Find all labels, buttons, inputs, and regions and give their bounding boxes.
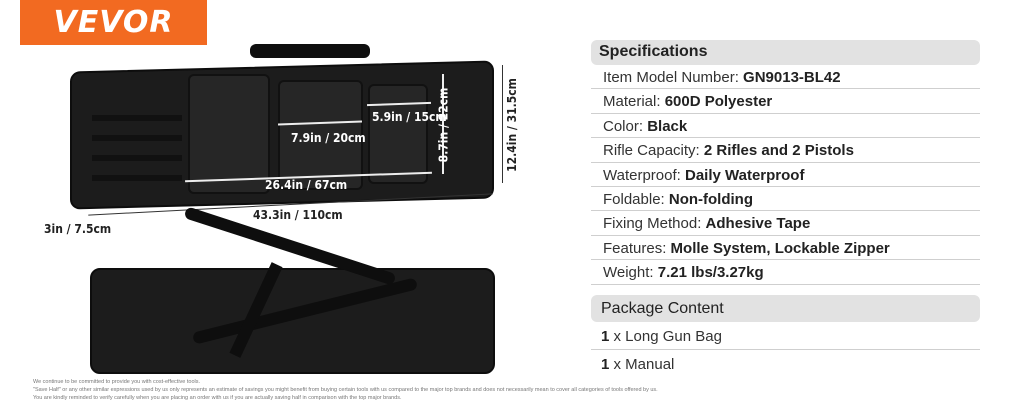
package-item: 1 x Manual <box>601 355 675 373</box>
spec-row: Features: Molle System, Lockable Zipper <box>591 236 980 261</box>
pockets-width-label: 26.4in / 67cm <box>265 178 348 192</box>
specifications-table: Specifications Item Model Number: GN9013… <box>591 40 980 285</box>
specifications-title: Specifications <box>591 40 980 65</box>
package-content-table: Package Content 1 x Long Gun Bag 1 x Man… <box>591 295 980 377</box>
pocket-middle <box>278 80 363 190</box>
spec-row: Item Model Number: GN9013-BL42 <box>591 65 980 90</box>
spec-row: Weight: 7.21 lbs/3.27kg <box>591 260 980 285</box>
carry-handle <box>250 44 370 58</box>
depth-label: 3in / 7.5cm <box>44 222 112 236</box>
spec-row: Rifle Capacity: 2 Rifles and 2 Pistols <box>591 138 980 163</box>
package-item: 1 x Long Gun Bag <box>591 322 980 350</box>
spec-row: Fixing Method: Adhesive Tape <box>591 211 980 236</box>
package-title: Package Content <box>591 295 980 322</box>
spec-row: Color: Black <box>591 114 980 139</box>
pocket-right <box>368 84 428 184</box>
pocket-left <box>188 74 270 194</box>
spec-row: Foldable: Non-folding <box>591 187 980 212</box>
mid-pocket-label: 7.9in / 20cm <box>291 131 366 145</box>
spec-row: Material: 600D Polyester <box>591 89 980 114</box>
length-label: 43.3in / 110cm <box>253 208 343 222</box>
gun-bag-back <box>90 268 495 374</box>
vevor-logo: VEVOR <box>20 0 207 45</box>
pocket-height-label: 8.7in / 22cm <box>436 87 451 163</box>
disclaimer: We continue to be committed to provide y… <box>33 379 658 401</box>
height-label: 12.4in / 31.5cm <box>504 78 519 172</box>
spec-row: Waterproof: Daily Waterproof <box>591 163 980 187</box>
small-pocket-label: 5.9in / 15cm <box>372 110 447 124</box>
